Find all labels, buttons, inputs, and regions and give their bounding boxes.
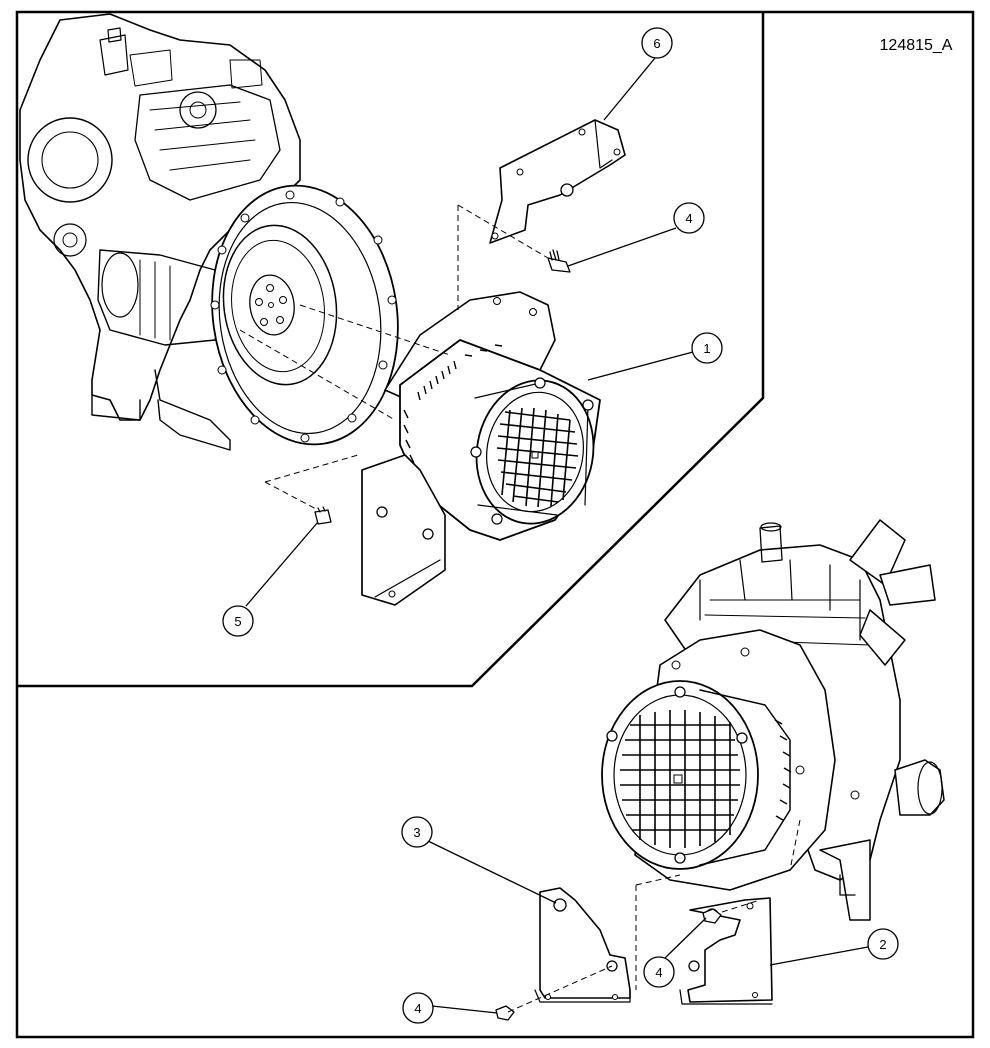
bolt-part-5 [314, 506, 332, 525]
callout-5-label: 5 [234, 614, 241, 629]
callout-4-inset-label: 4 [685, 211, 692, 226]
callout-4-lower-label: 4 [414, 1001, 421, 1016]
lower-alignment-lines [507, 819, 801, 1013]
bracket-part-3 [534, 887, 631, 1003]
vent-slots [403, 344, 503, 477]
callout-6-label: 6 [653, 36, 660, 51]
callout-4-lower: 4 [402, 992, 498, 1024]
callout-1: 1 [587, 332, 723, 381]
callout-3: 3 [401, 816, 557, 904]
assembled-grille [620, 710, 740, 848]
generator-assembly-inset [361, 291, 601, 606]
callouts: 6 4 1 5 3 4 [222, 27, 899, 1024]
nut-part-4-lower [495, 908, 722, 1021]
figure-id: 124815_A [880, 37, 953, 54]
callout-1-label: 1 [703, 341, 710, 356]
callout-4-middle: 4 [643, 917, 707, 988]
upper-bracket-part-6 [489, 119, 626, 244]
callout-6: 6 [603, 27, 673, 121]
inset-panel-border [17, 12, 765, 688]
callout-4-middle-label: 4 [655, 965, 662, 980]
callout-2: 2 [769, 928, 899, 966]
engine-assembly-inset [19, 13, 399, 451]
bolt-part-4-inset [547, 249, 571, 273]
callout-2-label: 2 [879, 937, 886, 952]
callout-4-inset: 4 [567, 202, 705, 267]
end-cap-grille [496, 407, 579, 508]
assembled-genset [601, 519, 945, 921]
callout-5: 5 [222, 521, 319, 637]
callout-3-label: 3 [413, 825, 420, 840]
inset-alignment-lines [239, 204, 549, 511]
bracket-part-2 [679, 897, 773, 1005]
outer-frame [15, 10, 975, 1039]
